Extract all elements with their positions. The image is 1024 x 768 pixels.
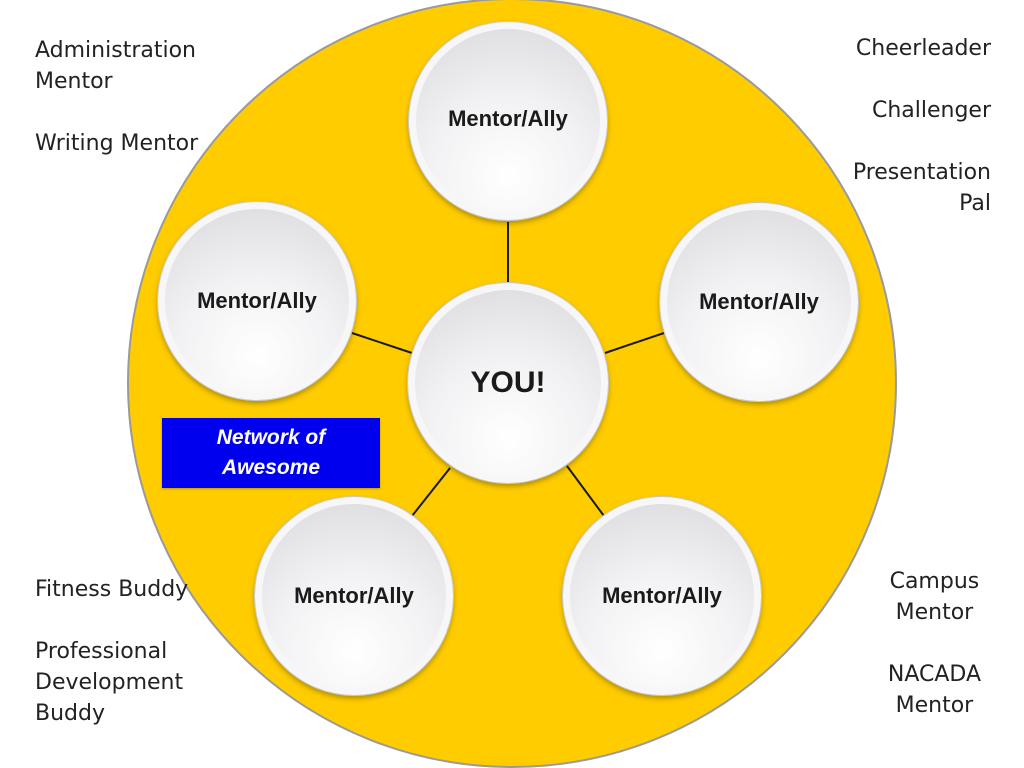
corner-label: Pal (959, 191, 991, 216)
node-label: Mentor/Ally (197, 288, 317, 313)
node-mentor-ally-bottom-right: Mentor/Ally (563, 497, 761, 695)
corner-label: Cheerleader (855, 36, 991, 61)
connector-left (351, 332, 413, 354)
corner-gap (888, 628, 981, 659)
corner-label: Mentor (895, 600, 974, 625)
center-label: YOU! (470, 366, 546, 399)
node-you-center: YOU! (408, 283, 608, 483)
corner-labels-bottom-left: Fitness Buddy Professional Development B… (35, 574, 188, 729)
corner-gap (35, 97, 198, 128)
node-label: Mentor/Ally (294, 583, 414, 608)
node-mentor-ally-left: Mentor/Ally (158, 202, 356, 400)
corner-labels-top-left: Administration Mentor Writing Mentor (35, 35, 198, 159)
corner-label: Challenger (871, 98, 991, 123)
node-mentor-ally-top: Mentor/Ally (409, 22, 607, 220)
badge-line-1: Network of (216, 426, 326, 449)
corner-gap (853, 126, 991, 157)
connector-bottom-left (411, 467, 451, 517)
corner-label: Campus (889, 569, 980, 594)
node-mentor-ally-right: Mentor/Ally (660, 203, 858, 401)
badge-line-2: Awesome (221, 456, 321, 479)
corner-label: Mentor (35, 69, 113, 94)
corner-labels-bottom-right: Campus Mentor NACADA Mentor (888, 566, 981, 721)
corner-gap (853, 64, 991, 95)
network-badge: Network of Awesome (162, 418, 380, 488)
corner-label: Professional (35, 639, 168, 664)
corner-label: NACADA (887, 662, 981, 687)
node-label: Mentor/Ally (602, 583, 722, 608)
corner-gap (35, 605, 188, 636)
corner-label: Presentation (852, 160, 991, 185)
node-label: Mentor/Ally (699, 289, 819, 314)
corner-label: Buddy (35, 701, 105, 726)
corner-label: Writing Mentor (35, 131, 199, 156)
connector-right (604, 332, 665, 354)
connector-bottom-right (566, 465, 605, 517)
node-label: Mentor/Ally (448, 106, 568, 131)
node-mentor-ally-bottom-left: Mentor/Ally (255, 497, 453, 695)
corner-label: Development (35, 670, 184, 695)
corner-labels-top-right: Cheerleader Challenger Presentation Pal (853, 33, 991, 219)
corner-label: Fitness Buddy (35, 577, 189, 602)
corner-label: Administration (35, 38, 196, 63)
corner-label: Mentor (895, 693, 974, 718)
